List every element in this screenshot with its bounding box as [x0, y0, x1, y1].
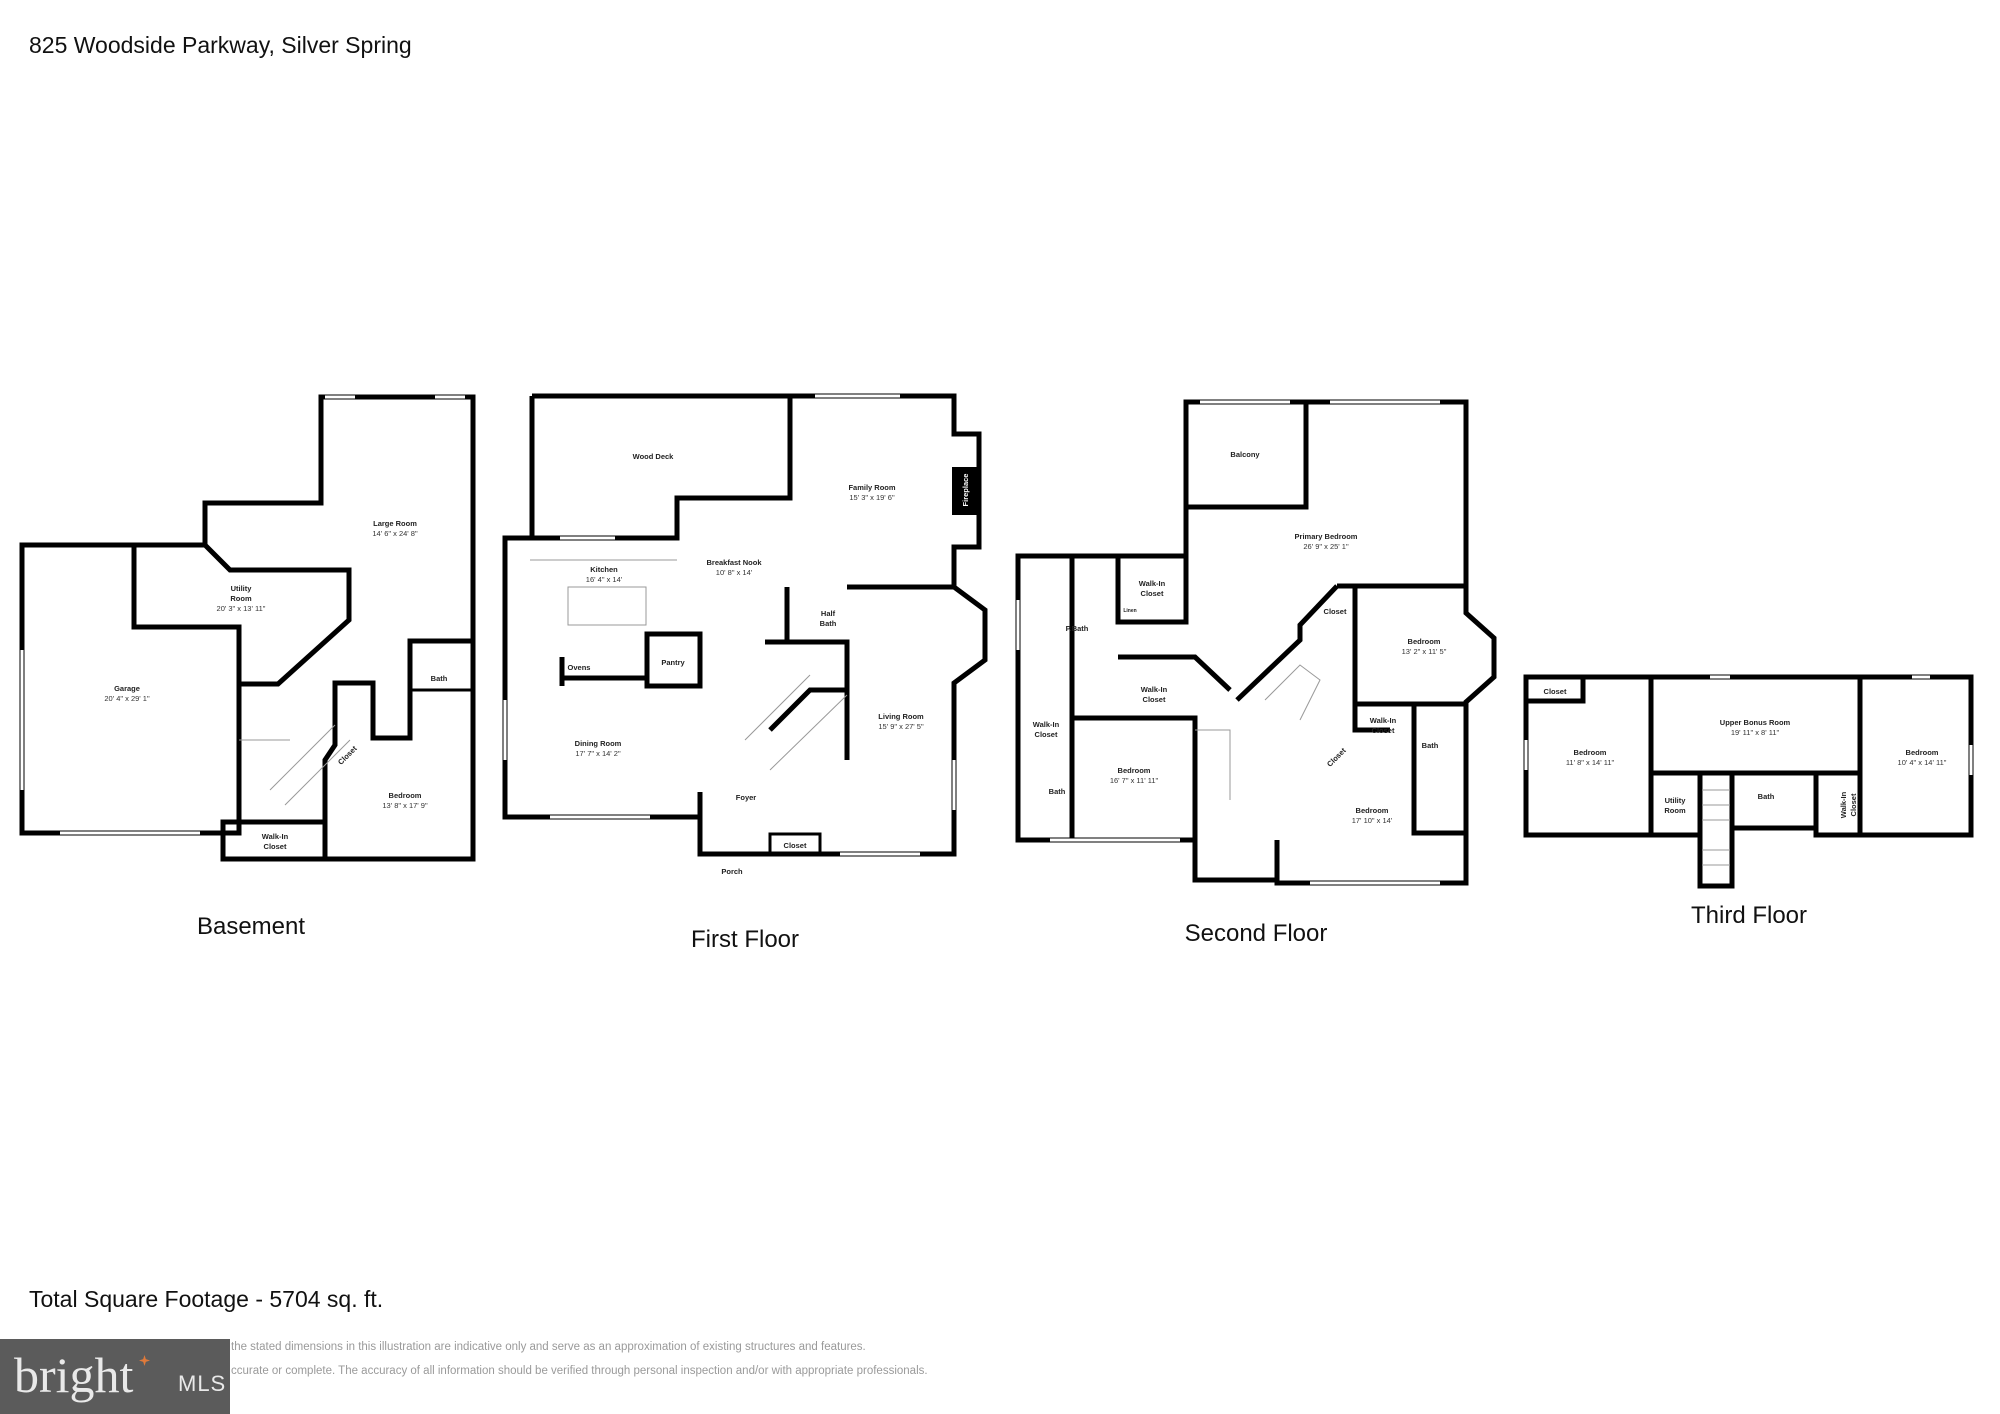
room-dims: 14' 6" x 24' 8": [372, 529, 418, 538]
room-label: Linen: [1123, 608, 1136, 614]
room-label: Closet: [1143, 695, 1166, 704]
room-label: Bath: [820, 619, 837, 628]
room-label: Family Room: [848, 483, 895, 492]
room-label: Bath: [431, 674, 448, 683]
room-label: Bath: [1049, 787, 1066, 796]
room-dims: 10' 8" x 14': [716, 568, 753, 577]
room-label: Utility: [1665, 796, 1687, 805]
room-label: Porch: [721, 867, 743, 876]
room-label: Bedroom: [389, 791, 422, 800]
room-label: Walk-In: [1370, 716, 1397, 725]
room-label: Living Room: [878, 712, 924, 721]
room-dims: 20' 4" x 29' 1": [104, 694, 150, 703]
room-label: Half: [821, 609, 836, 618]
room-label: Bedroom: [1118, 766, 1151, 775]
room-label: Room: [230, 594, 252, 603]
room-label: P.Bath: [1066, 624, 1089, 633]
second-floor-plan: [1015, 399, 1497, 886]
listing-address: 825 Woodside Parkway, Silver Spring: [29, 32, 412, 58]
room-dims: 15' 9" x 27' 5": [878, 722, 924, 731]
logo-star-icon: [139, 1355, 150, 1366]
room-label: Closet: [336, 744, 359, 767]
room-label: Room: [1664, 806, 1686, 815]
room-label: Bath: [1758, 792, 1775, 801]
room-label: Dining Room: [575, 739, 622, 748]
room-dims: 17' 7" x 14' 2": [575, 749, 621, 758]
room-label: Closet: [1325, 746, 1348, 769]
room-label: Bedroom: [1356, 806, 1389, 815]
room-label: Bedroom: [1408, 637, 1441, 646]
room-label: Closet: [1035, 730, 1058, 739]
room-label: Bedroom: [1574, 748, 1607, 757]
room-label: Primary Bedroom: [1295, 532, 1358, 541]
room-dims: 11' 8" x 14' 11": [1566, 758, 1615, 767]
room-dims: 26' 9" x 25' 1": [1303, 542, 1349, 551]
first-floor-plan: [502, 393, 988, 857]
room-dims: 13' 2" x 11' 5": [1402, 647, 1447, 656]
room-dims: 19' 11" x 8' 11": [1731, 728, 1780, 737]
room-label: Fireplace: [961, 474, 970, 507]
disclaimer-line: the stated dimensions in this illustrati…: [231, 1341, 866, 1353]
room-label: Closet: [784, 841, 807, 850]
room-label: Breakfast Nook: [706, 558, 762, 567]
room-dims: 15' 3" x 19' 6": [849, 493, 895, 502]
room-label: Utility: [231, 584, 253, 593]
floor-title: Basement: [197, 913, 305, 940]
total-square-footage: Total Square Footage - 5704 sq. ft.: [29, 1286, 384, 1312]
room-label: Bath: [1422, 741, 1439, 750]
disclaimer-line: ccurate or complete. The accuracy of all…: [231, 1365, 928, 1377]
room-label: Closet: [264, 842, 287, 851]
room-label: Bedroom: [1906, 748, 1939, 757]
room-label: Upper Bonus Room: [1720, 718, 1791, 727]
logo-word: bright: [14, 1347, 134, 1403]
room-label: Large Room: [373, 519, 417, 528]
room-dims: 17' 10" x 14': [1352, 816, 1393, 825]
room-label: Balcony: [1230, 450, 1260, 459]
room-label: Closet: [1372, 726, 1395, 735]
room-label: Closet: [1324, 607, 1347, 616]
room-dims: 16' 4" x 14': [586, 575, 623, 584]
floor-title: Second Floor: [1185, 920, 1328, 947]
room-dims: 16' 7" x 11' 11": [1110, 776, 1159, 785]
room-label: Walk-In: [1839, 791, 1848, 818]
room-dims: 10' 4" x 14' 11": [1898, 758, 1947, 767]
room-label: Closet: [1849, 793, 1858, 816]
room-label: Walk-In: [262, 832, 289, 841]
floor-title: First Floor: [691, 926, 799, 953]
room-label: Walk-In: [1141, 685, 1168, 694]
room-label: Ovens: [568, 663, 591, 672]
basement-plan: [19, 394, 476, 862]
room-dims: 13' 8" x 17' 9": [382, 801, 428, 810]
third-floor-plan: [1523, 674, 1974, 889]
bright-mls-logo: bright MLS: [0, 1339, 230, 1414]
floor-title: Third Floor: [1691, 902, 1807, 929]
fireplace-shape: [952, 467, 978, 515]
room-label: Garage: [114, 684, 140, 693]
room-label: Closet: [1544, 687, 1567, 696]
logo-suffix: MLS: [178, 1371, 227, 1396]
room-label: Closet: [1141, 589, 1164, 598]
room-dims: 20' 3" x 13' 11": [217, 604, 266, 613]
room-label: Walk-In: [1139, 579, 1166, 588]
room-label: Foyer: [736, 793, 757, 802]
room-label: Kitchen: [590, 565, 618, 574]
room-label: Walk-In: [1033, 720, 1060, 729]
room-label: Pantry: [661, 658, 685, 667]
room-label: Wood Deck: [633, 452, 675, 461]
